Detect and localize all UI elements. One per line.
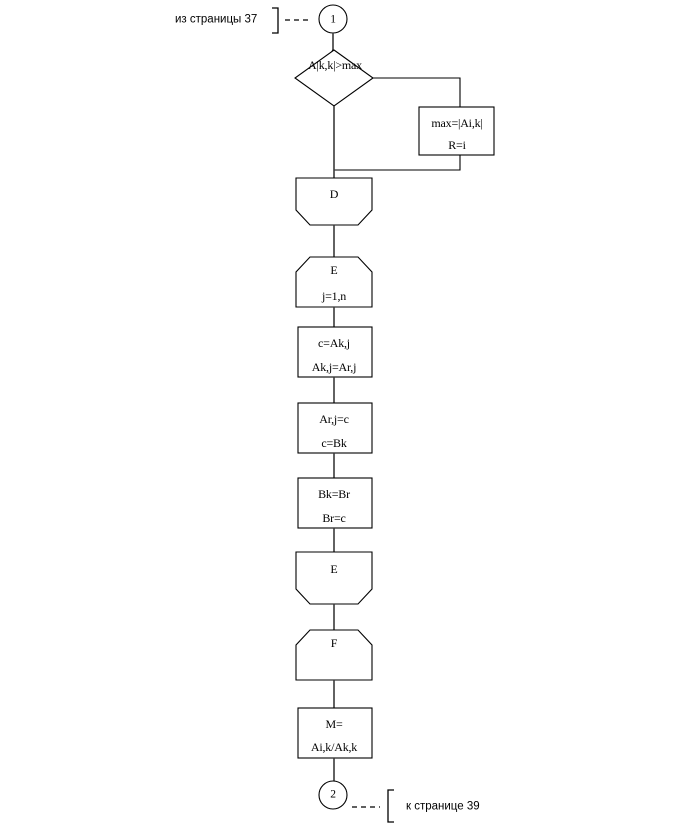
connector-exit-circle (318, 780, 348, 810)
decision-label: A|k,k|>max (308, 58, 362, 72)
process-swap-b (297, 477, 373, 529)
to-page-label: к странице 39 (406, 800, 480, 813)
m-box-line2: Ai,k/Ak,k (310, 740, 358, 754)
swap1-line1: c=Ak,j (318, 336, 350, 350)
loop-end-e (295, 551, 373, 605)
swap3-line1: Bk=Br (318, 487, 350, 501)
to-page-bracket (387, 789, 394, 823)
swap1-line2: Ak,j=Ar,j (311, 360, 357, 374)
swap3-line2: Br=c (322, 511, 346, 525)
process-swap-a-2 (297, 402, 373, 454)
loop-end-d-label: D (329, 187, 339, 201)
connector-exit-label: 2 (330, 788, 336, 801)
connector-entry-label: 1 (330, 13, 336, 26)
loop-start-e (295, 256, 373, 308)
loop-start-e-label: E (330, 263, 338, 277)
m-box-line1: M= (325, 717, 343, 731)
swap2-line1: Ar,j=c (319, 412, 349, 426)
process-max-assign (418, 106, 495, 156)
loop-end-e-label: E (330, 562, 338, 576)
loop-start-f-label: F (330, 636, 338, 650)
process-swap-a-1 (297, 326, 373, 378)
process-m-assign (297, 707, 373, 759)
max-box-line1: max=|Ai,k| (431, 116, 483, 130)
loop-start-e-range: j=1,n (321, 289, 347, 303)
from-page-label: из страницы 37 (175, 13, 258, 26)
from-page-bracket (272, 7, 279, 34)
swap2-line2: c=Bk (321, 436, 347, 450)
max-box-line2: R=i (448, 138, 466, 152)
loop-end-d (295, 177, 373, 226)
loop-start-f (295, 629, 373, 681)
